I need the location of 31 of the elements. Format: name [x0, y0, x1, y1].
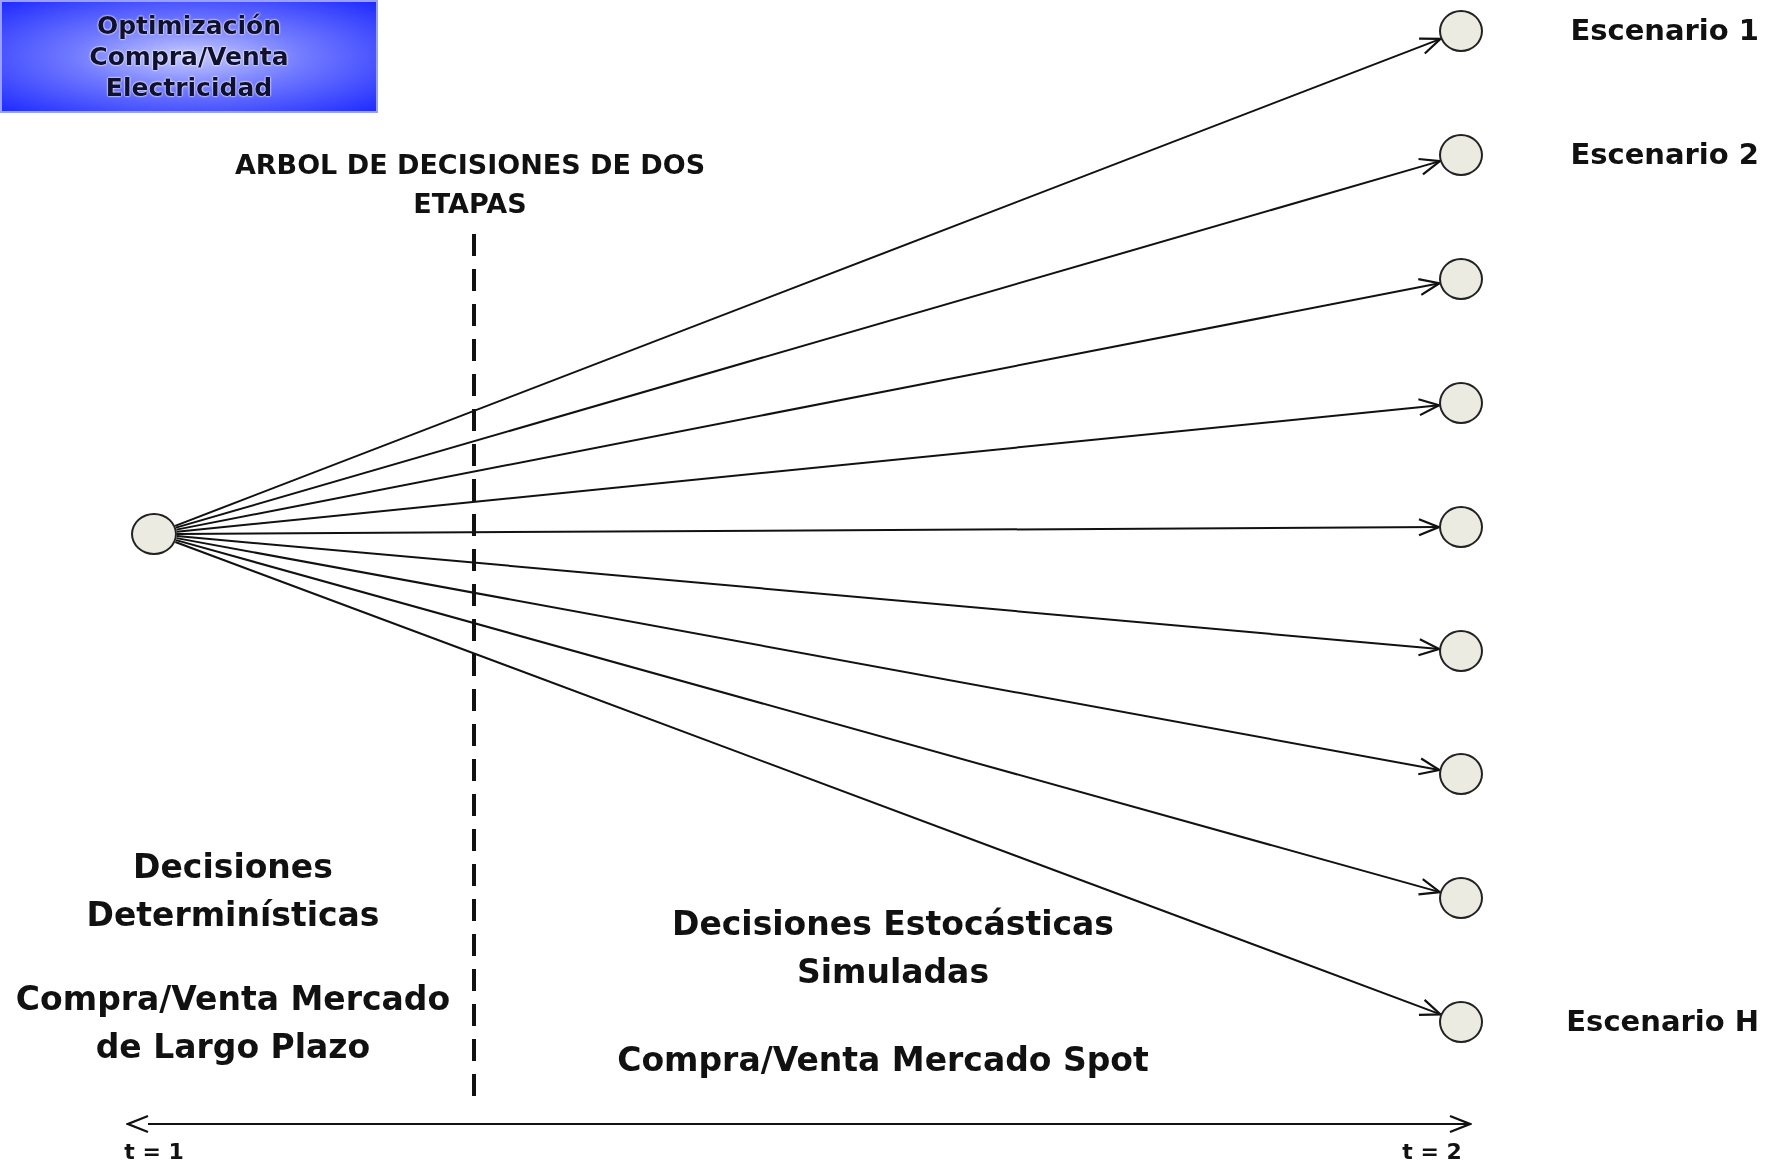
stage-label: Decisiones Determinísticas [85, 846, 381, 936]
stage-label: Compra/Venta Mercado de Largo Plazo [14, 978, 452, 1068]
stage-label: Compra/Venta Mercado Spot [616, 1039, 1150, 1081]
scenario-node-circle [1439, 258, 1483, 300]
stage-title: ARBOL DE DECISIONES DE DOS ETAPAS [233, 148, 707, 222]
scenario-node-circle [1439, 382, 1483, 424]
scenario-label: Escenario 1 [1570, 12, 1759, 49]
scenario-label: Escenario H [1566, 1003, 1759, 1040]
arrow [175, 278, 1441, 531]
title-text: Optimización Compra/Venta Electricidad [88, 9, 290, 104]
stage-label: Decisiones Estocásticas Simuladas [671, 903, 1115, 993]
scenario-node-circle [1439, 877, 1483, 919]
arrow [174, 157, 1442, 529]
arrow [175, 537, 1441, 776]
scenario-node-circle [1439, 134, 1483, 176]
scenario-node-circle [1439, 753, 1483, 795]
arrow [175, 398, 1441, 533]
scenario-node-circle [1439, 506, 1483, 548]
time-label: t = 1 [123, 1138, 185, 1165]
time-label: t = 2 [1401, 1138, 1463, 1165]
title-box [0, 0, 378, 113]
arrow [174, 37, 1442, 527]
arrow [175, 539, 1441, 896]
scenario-node-circle [1439, 10, 1483, 52]
scenario-node-circle [1439, 1001, 1483, 1043]
scenario-node-circle [131, 513, 177, 555]
scenario-label: Escenario 2 [1570, 136, 1759, 173]
arrow [174, 540, 1442, 1016]
arrow [176, 518, 1441, 537]
scenario-node-circle [1439, 630, 1483, 672]
arrow [175, 535, 1441, 657]
